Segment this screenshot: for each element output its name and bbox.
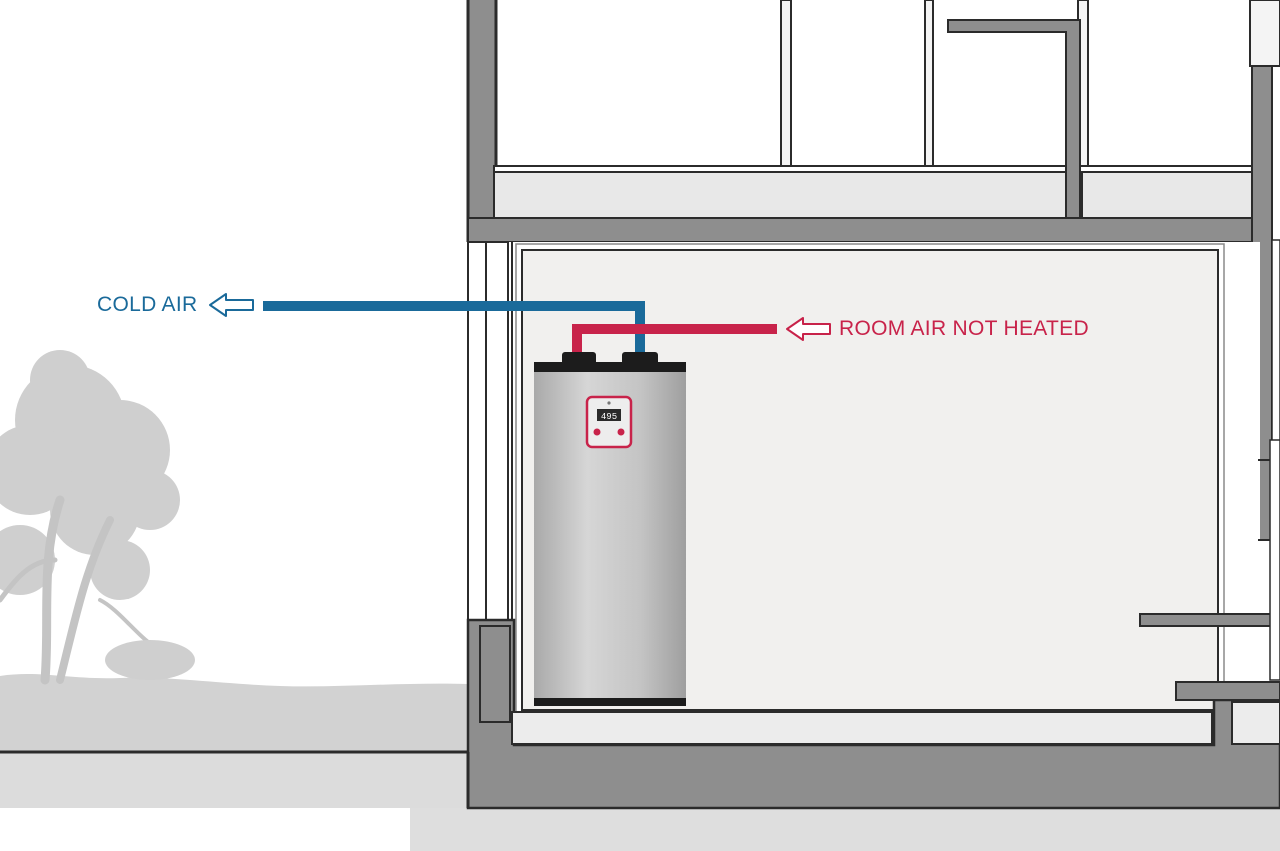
exterior-ground — [0, 674, 1280, 851]
cold-air-duct — [263, 301, 645, 355]
control-button-right — [617, 428, 625, 436]
room-air-duct — [572, 324, 777, 355]
room-air-label: ROOM AIR NOT HEATED — [839, 317, 1089, 340]
arrow-left-outline-icon — [209, 293, 254, 317]
display-screen — [597, 409, 621, 421]
arrow-left-outline-icon — [786, 317, 831, 341]
control-button-left — [593, 428, 601, 436]
cold-air-callout: COLD AIR — [97, 293, 254, 317]
heat-pump-water-heater: 495 — [534, 352, 686, 706]
brand-logo-icon — [607, 401, 611, 405]
control-panel: 495 — [585, 395, 633, 449]
room-air-callout: ROOM AIR NOT HEATED — [786, 317, 1089, 341]
upper-floor — [466, 0, 1280, 541]
display-readout: 495 — [601, 412, 617, 422]
tree-silhouette-icon — [0, 350, 195, 685]
cold-air-label: COLD AIR — [97, 293, 197, 316]
